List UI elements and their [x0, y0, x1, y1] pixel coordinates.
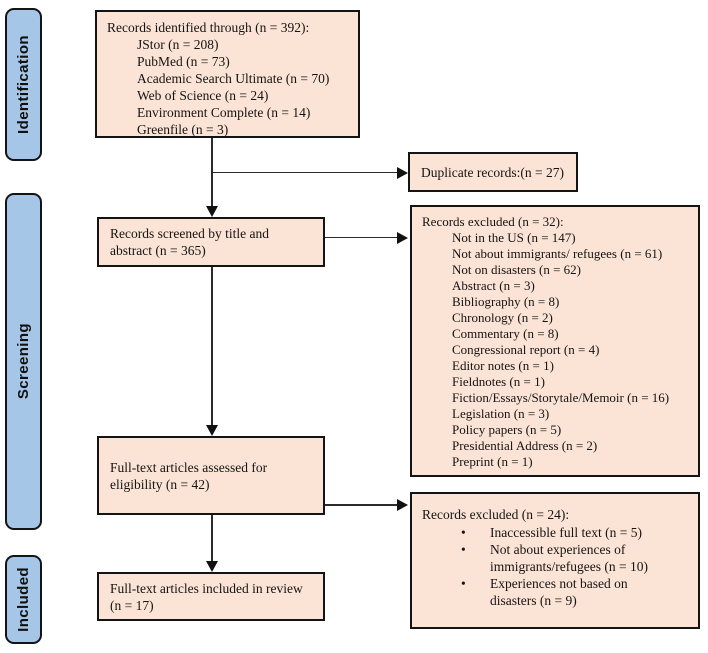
records-identified-title: Records identified through (n = 392):	[107, 20, 310, 35]
fulltext-assessed-text: Full-text articles assessed for eligibil…	[110, 459, 268, 492]
connector-to-duplicates-line	[212, 171, 397, 173]
exclusion-reason-item: Not about immigrants/ refugees (n = 61)	[452, 246, 663, 261]
box-fulltext-assessed: Full-text articles assessed for eligibil…	[97, 436, 325, 515]
connector-fulltext-to-included-line	[211, 515, 213, 561]
exclusion-reason-item: Legislation (n = 3)	[452, 406, 550, 421]
arrowhead-to-fulltext	[205, 425, 218, 436]
exclusion-reason-item: Chronology (n = 2)	[452, 310, 553, 325]
connector-fulltext-to-excluded-line	[325, 504, 397, 506]
records-screened-text: Records screened by title and abstract (…	[110, 226, 269, 258]
stage-included-label: Included	[15, 567, 32, 632]
stage-identification: Identification	[5, 8, 42, 161]
arrowhead-to-screened	[205, 206, 218, 217]
source-item: Environment Complete (n = 14)	[137, 105, 311, 120]
box-included-review: Full-text articles included in review (n…	[97, 572, 325, 621]
box-records-identified: Records identified through (n = 392): JS…	[95, 10, 360, 138]
arrowhead-to-excluded-fulltext	[397, 499, 408, 511]
stage-included: Included	[5, 555, 42, 644]
box-records-excluded-screening: Records excluded (n = 32): Not in the US…	[410, 205, 700, 477]
records-excluded-fulltext-reasons: Inaccessible full text (n = 5)Not about …	[422, 524, 690, 609]
connector-identified-to-screened-line	[211, 138, 213, 208]
exclusion-reason-bullet: Inaccessible full text (n = 5)	[461, 524, 690, 541]
box-duplicate-records: Duplicate records:(n = 27)	[408, 152, 578, 192]
exclusion-reason-item: Preprint (n = 1)	[452, 454, 533, 469]
exclusion-reason-item: Policy papers (n = 5)	[452, 422, 562, 437]
exclusion-reason-item: Editor notes (n = 1)	[452, 358, 554, 373]
connector-screened-to-excluded-line	[325, 236, 397, 238]
exclusion-reason-item: Presidential Address (n = 2)	[452, 438, 598, 453]
records-excluded-screening-reasons: Not in the US (n = 147)Not about immigra…	[422, 230, 690, 470]
connector-screened-to-fulltext-line	[211, 267, 213, 425]
exclusion-reason-bullet: Experiences not based on disasters (n = …	[461, 575, 690, 609]
stage-identification-label: Identification	[15, 35, 32, 134]
stage-screening: Screening	[5, 193, 42, 530]
exclusion-reason-item: Bibliography (n = 8)	[452, 294, 560, 309]
arrowhead-to-duplicates	[397, 166, 408, 179]
exclusion-reason-item: Commentary (n = 8)	[452, 326, 559, 341]
source-item: JStor (n = 208)	[137, 37, 219, 52]
exclusion-reason-item: Fiction/Essays/Storytale/Memoir (n = 16)	[452, 390, 670, 405]
exclusion-reason-item: Congressional report (n = 4)	[452, 342, 600, 357]
exclusion-reason-item: Fieldnotes (n = 1)	[452, 374, 545, 389]
records-identified-sources: JStor (n = 208) PubMed (n = 73) Academic S…	[107, 36, 350, 138]
records-excluded-fulltext-title: Records excluded (n = 24):	[422, 507, 570, 522]
source-item: Web of Science (n = 24)	[137, 88, 269, 103]
duplicate-records-text: Duplicate records:(n = 27)	[421, 164, 564, 180]
source-item: Academic Search Ultimate (n = 70)	[137, 71, 330, 86]
included-review-text: Full-text articles included in review (n…	[110, 580, 303, 613]
arrowhead-to-included	[205, 561, 218, 572]
records-excluded-screening-title: Records excluded (n = 32):	[422, 214, 564, 229]
box-records-excluded-fulltext: Records excluded (n = 24): Inaccessible …	[410, 492, 700, 629]
source-item: Greenfile (n = 3)	[137, 122, 229, 137]
box-records-screened: Records screened by title and abstract (…	[97, 217, 325, 267]
exclusion-reason-item: Not in the US (n = 147)	[452, 230, 576, 245]
stage-screening-label: Screening	[15, 323, 32, 400]
exclusion-reason-bullet: Not about experiences of immigrants/refu…	[461, 541, 690, 575]
arrowhead-to-excluded-screening	[397, 231, 408, 244]
source-item: PubMed (n = 73)	[137, 54, 230, 69]
exclusion-reason-item: Abstract (n = 3)	[452, 278, 535, 293]
exclusion-reason-item: Not on disasters (n = 62)	[452, 262, 582, 277]
